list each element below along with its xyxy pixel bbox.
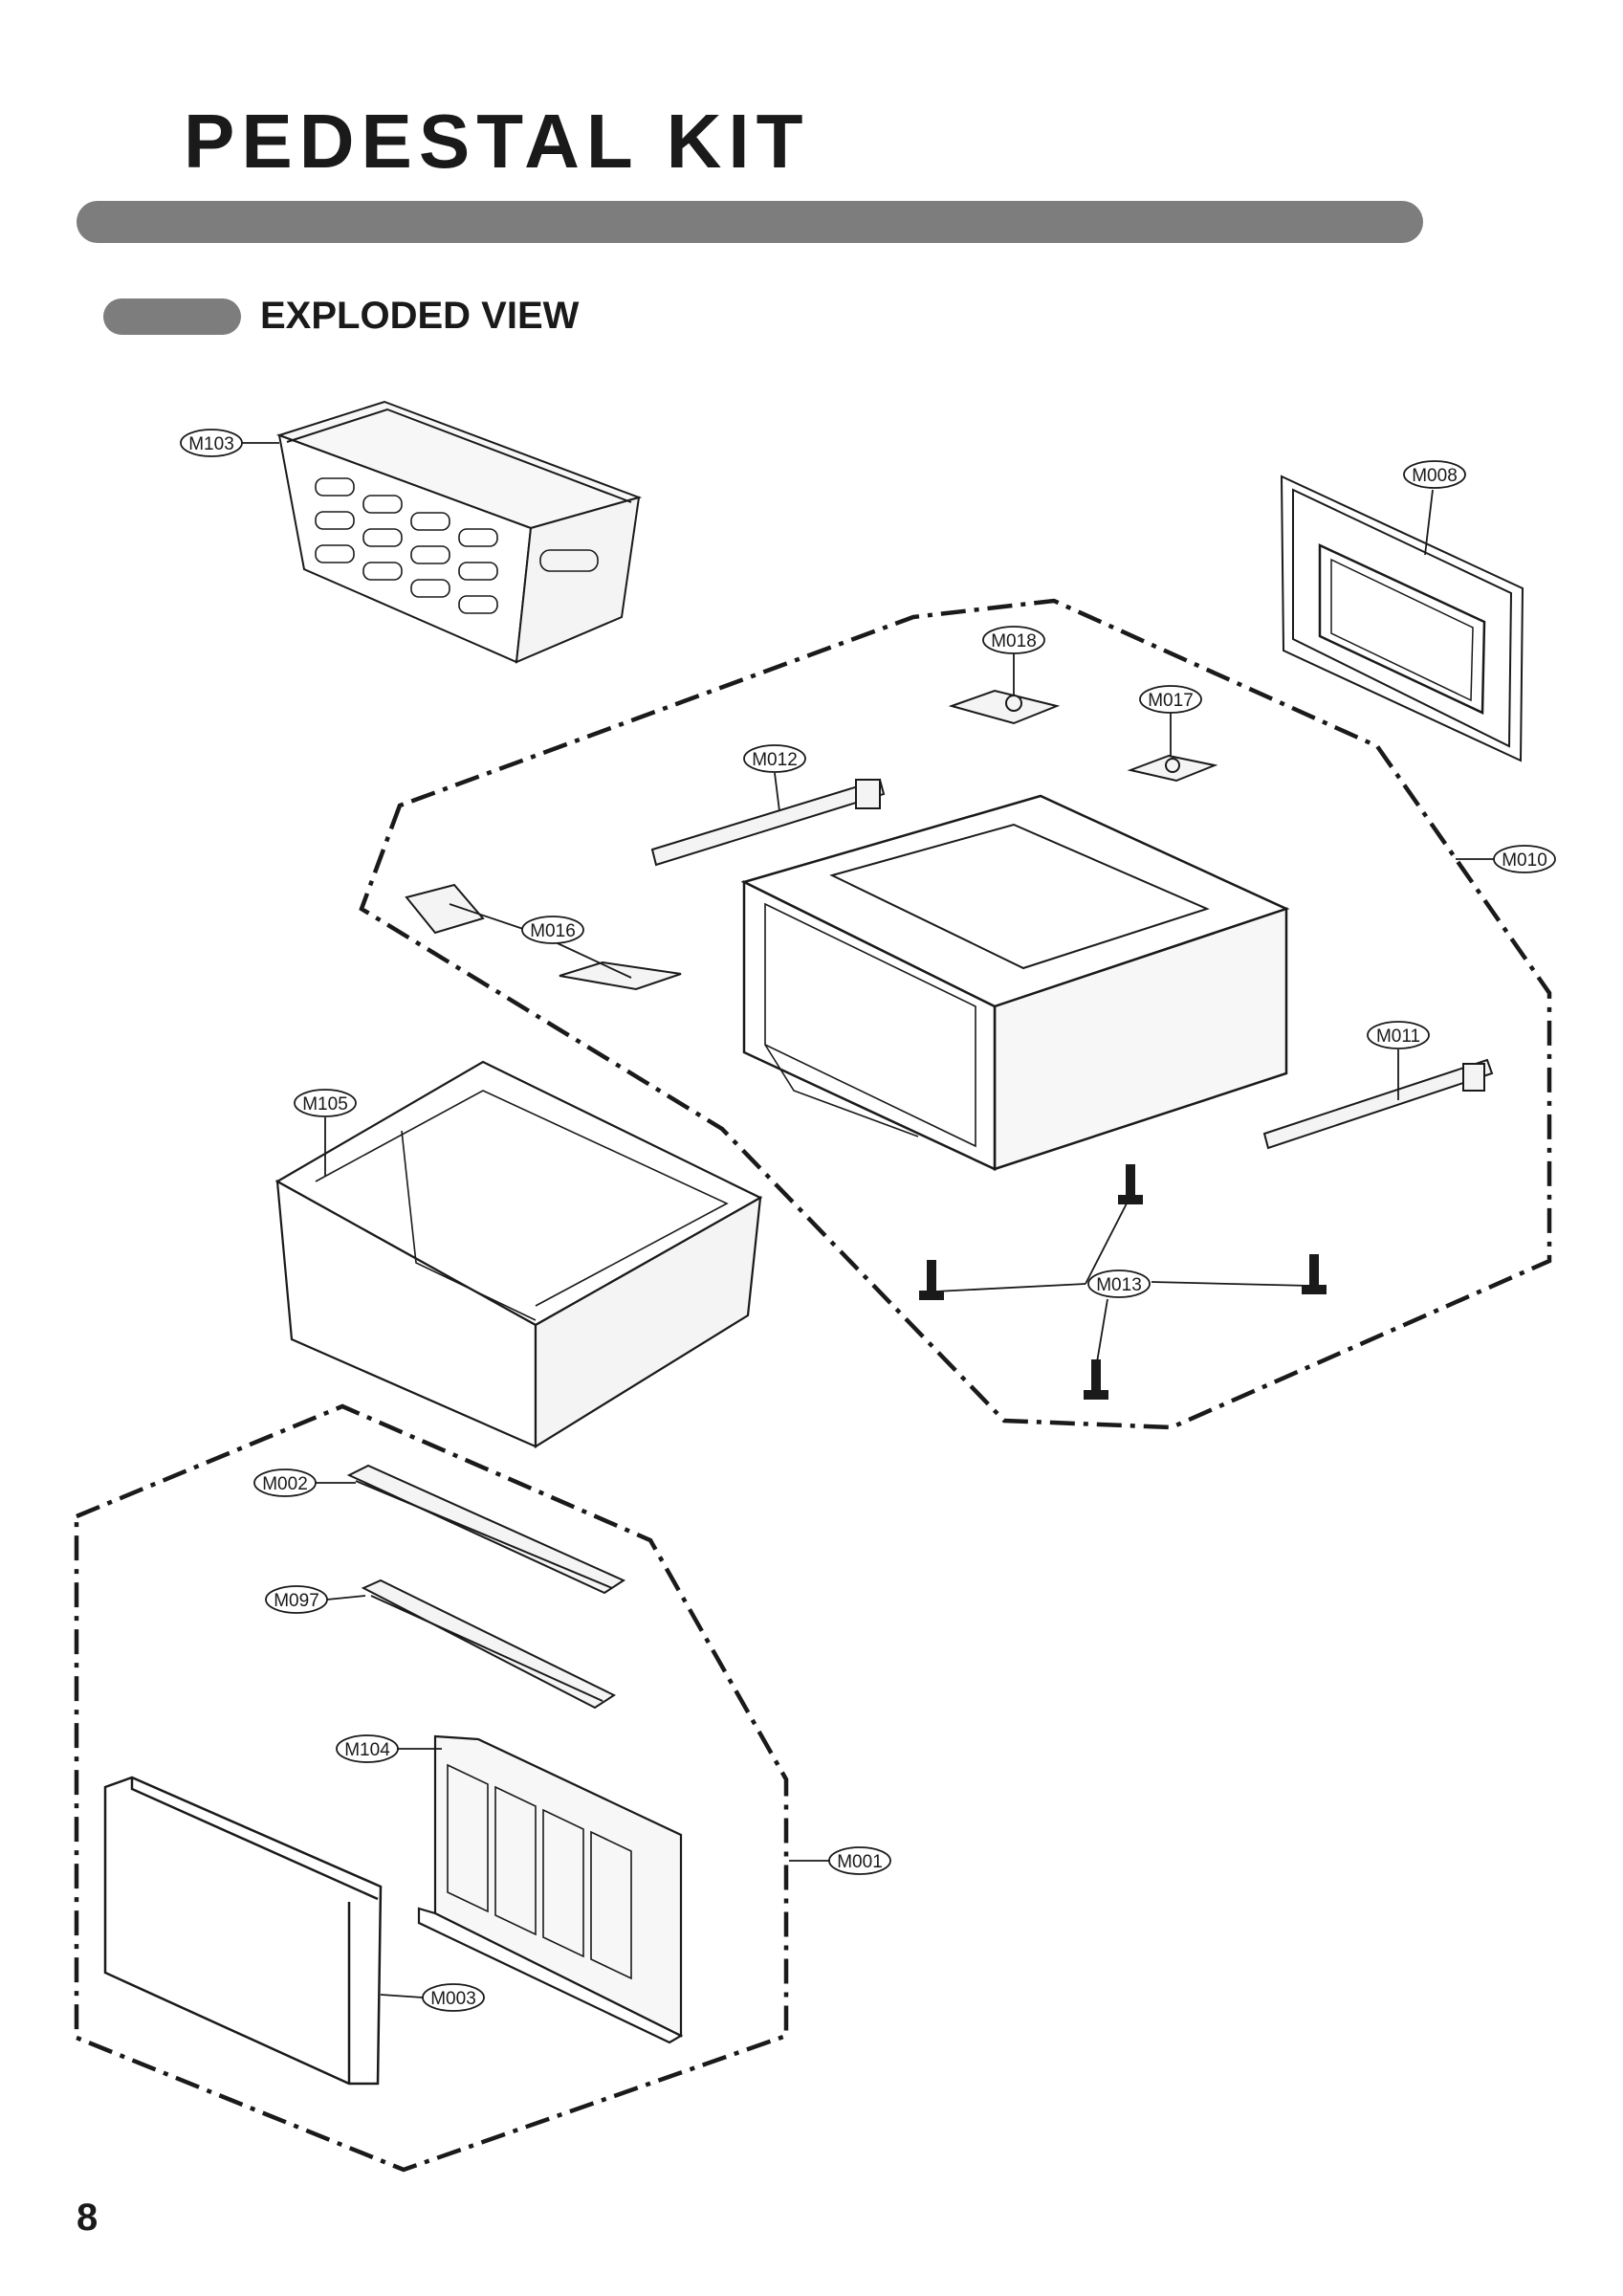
part-m016-brackets bbox=[405, 883, 682, 991]
section-pill bbox=[103, 298, 241, 335]
callout-label-m105: M105 bbox=[302, 1094, 348, 1115]
callout-m097: M097 bbox=[265, 1585, 328, 1614]
callout-label-m010: M010 bbox=[1502, 850, 1547, 871]
page-title: PEDESTAL KIT bbox=[184, 99, 810, 184]
callout-m012: M012 bbox=[743, 744, 806, 773]
callout-m105: M105 bbox=[294, 1089, 357, 1117]
callout-m008: M008 bbox=[1403, 460, 1466, 489]
section-title: EXPLODED VIEW bbox=[260, 295, 580, 337]
callout-label-m001: M001 bbox=[837, 1852, 883, 1872]
callout-m017: M017 bbox=[1139, 685, 1202, 714]
callout-m013: M013 bbox=[1087, 1269, 1151, 1298]
part-m017-hinge-bracket bbox=[1127, 754, 1218, 783]
callout-label-m104: M104 bbox=[344, 1740, 390, 1760]
callout-label-m016: M016 bbox=[530, 921, 576, 941]
part-m105-lower-bin bbox=[274, 1060, 763, 1448]
callout-label-m011: M011 bbox=[1376, 1027, 1420, 1047]
callout-m103: M103 bbox=[180, 429, 243, 457]
callout-label-m017: M017 bbox=[1148, 691, 1194, 711]
part-m003-front-panel bbox=[103, 1776, 383, 2086]
callout-m010: M010 bbox=[1493, 845, 1556, 873]
callout-label-m097: M097 bbox=[274, 1591, 319, 1611]
callout-label-m013: M013 bbox=[1096, 1275, 1142, 1295]
callout-label-m002: M002 bbox=[262, 1474, 308, 1494]
callout-m003: M003 bbox=[422, 1983, 485, 2012]
callout-label-m103: M103 bbox=[188, 434, 234, 454]
callout-m104: M104 bbox=[336, 1734, 399, 1763]
part-m013-leveling-feet bbox=[919, 1164, 1327, 1400]
title-bar bbox=[77, 201, 1423, 243]
part-m104-drawer-frame bbox=[417, 1734, 684, 2044]
part-pedestal-frame bbox=[740, 794, 1290, 1171]
callout-m018: M018 bbox=[982, 626, 1045, 654]
part-m018-hinge-bracket bbox=[948, 689, 1061, 725]
part-m002-upper-rail bbox=[346, 1464, 626, 1595]
leader-lines bbox=[241, 442, 1494, 1998]
callout-label-m012: M012 bbox=[752, 750, 798, 770]
callout-m016: M016 bbox=[521, 916, 584, 944]
callout-m002: M002 bbox=[253, 1468, 317, 1497]
callout-label-m003: M003 bbox=[430, 1989, 476, 2009]
callout-m001: M001 bbox=[828, 1846, 891, 1875]
group-outline-pedestal-frame bbox=[359, 598, 1552, 1430]
part-m008-back-panel bbox=[1280, 475, 1524, 762]
part-m011-slide-rail bbox=[1262, 1058, 1494, 1150]
part-m012-slide-rail bbox=[650, 778, 886, 867]
callout-label-m008: M008 bbox=[1412, 466, 1458, 486]
part-m103-upper-basket bbox=[275, 400, 643, 664]
part-m097-handle-rail bbox=[361, 1578, 617, 1710]
page-number: 8 bbox=[77, 2197, 99, 2239]
callout-m011: M011 bbox=[1367, 1021, 1430, 1049]
callout-label-m018: M018 bbox=[991, 631, 1037, 651]
group-outline-drawer-front bbox=[74, 1403, 789, 2173]
